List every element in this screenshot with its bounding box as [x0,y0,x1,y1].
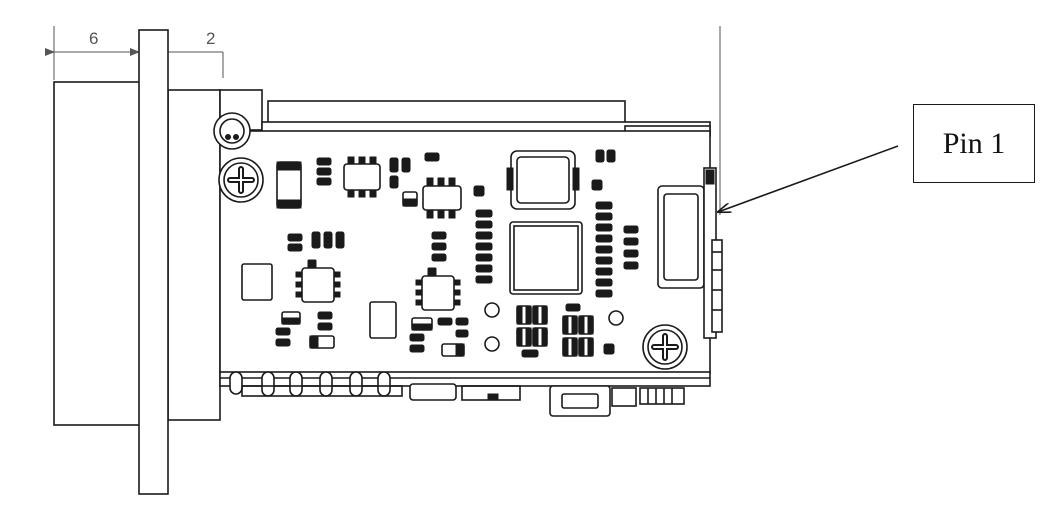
pcb-components [241,149,639,358]
edge-connector [657,167,723,339]
dimension-label-right: 2 [206,29,215,48]
dimension-label-left: 6 [89,29,98,48]
callout-leader-arrow [718,145,899,212]
screw-top-left [218,157,264,203]
standoff-top-left [213,112,251,150]
pin1-callout-box: Pin 1 [913,104,1035,183]
pin1-callout-label: Pin 1 [942,126,1006,160]
mounting-flange [138,29,169,495]
screw-bottom-right [642,324,688,370]
dimension-lines: 6 2 [45,26,721,215]
bottom-connectors [229,371,685,417]
